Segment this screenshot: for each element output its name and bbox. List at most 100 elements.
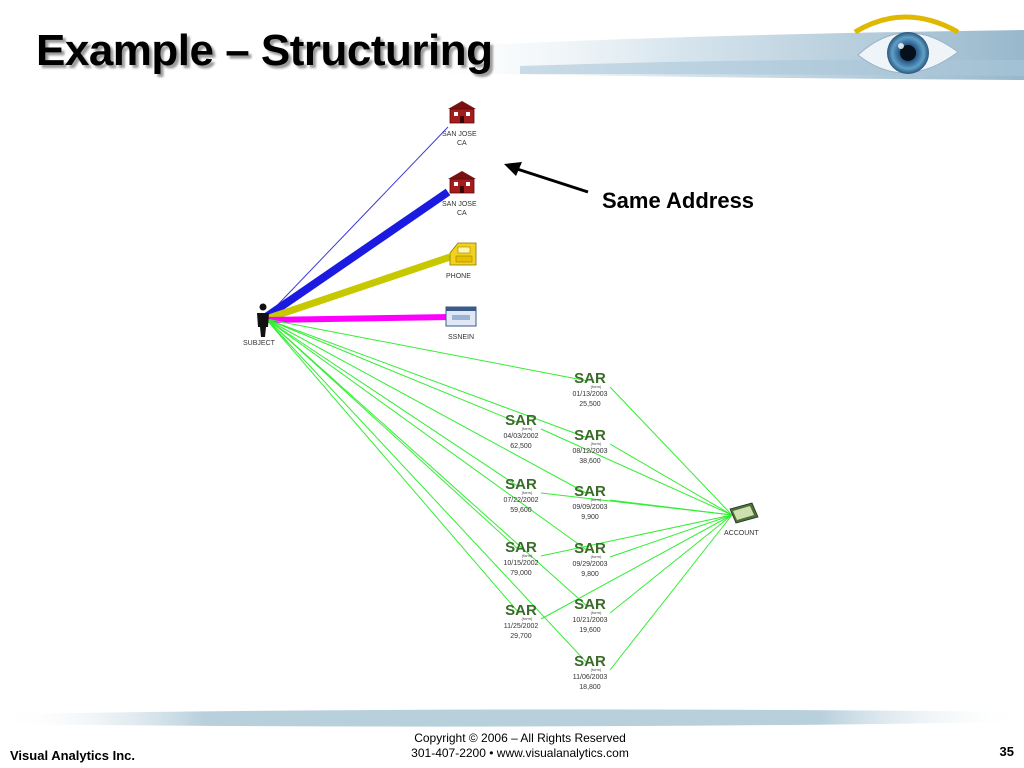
sar-node[interactable]: SAR(form) 11/06/2003 18,800 xyxy=(573,653,608,691)
sar-node[interactable]: SAR(form) 01/13/2003 25,500 xyxy=(572,370,607,408)
sar-node[interactable]: SAR(form) 10/21/2003 19,600 xyxy=(572,596,607,634)
sar-date: 01/13/2003 xyxy=(572,391,607,398)
footer-swoosh-decoration xyxy=(0,709,1024,727)
sar-link xyxy=(265,318,589,665)
sar-node[interactable]: SAR(form) 11/25/2002 29,700 xyxy=(504,602,539,640)
subject-node[interactable]: SUBJECT xyxy=(243,303,276,348)
sar-subtitle: (form) xyxy=(522,426,533,431)
sar-link xyxy=(540,514,733,557)
address2-line2: CA xyxy=(457,210,467,217)
sar-links xyxy=(265,318,733,671)
contact-text: 301-407-2200 • www.visualanalytics.com xyxy=(411,746,629,760)
sar-title: SAR xyxy=(505,412,537,429)
address2-line1: SAN JOSE xyxy=(442,201,477,208)
link-subject-phone xyxy=(264,253,452,323)
sar-date: 08/12/2003 xyxy=(572,448,607,455)
house-icon xyxy=(448,101,476,124)
slide-title: Example – Structuring xyxy=(36,26,493,75)
sar-date: 07/22/2002 xyxy=(503,497,538,504)
sar-link xyxy=(609,514,733,671)
sar-amount: 19,600 xyxy=(579,627,601,634)
phone-label: PHONE xyxy=(446,273,471,280)
sar-amount: 79,000 xyxy=(510,570,532,577)
sar-amount: 62,500 xyxy=(510,443,532,450)
sar-date: 10/21/2003 xyxy=(572,617,607,624)
address-node-1[interactable]: SAN JOSE CA xyxy=(442,101,477,147)
sar-title: SAR xyxy=(505,539,537,556)
sar-title: SAR xyxy=(574,596,606,613)
sar-subtitle: (form) xyxy=(591,610,602,615)
sar-title: SAR xyxy=(574,370,606,387)
sar-amount: 29,700 xyxy=(510,633,532,640)
phone-icon xyxy=(449,242,477,266)
sar-amount: 25,500 xyxy=(579,401,601,408)
copyright-text: Copyright © 2006 – All Rights Reserved xyxy=(414,731,626,745)
company-name: Visual Analytics Inc. xyxy=(10,748,135,763)
sar-link xyxy=(265,318,520,614)
phone-node[interactable]: PHONE xyxy=(446,242,477,280)
address-node-2[interactable]: SAN JOSE CA xyxy=(442,171,477,217)
sar-date: 04/03/2002 xyxy=(503,433,538,440)
ssnein-label: SSNEIN xyxy=(448,334,474,341)
sar-link xyxy=(265,318,589,382)
sar-node[interactable]: SAR(form) 04/03/2002 62,500 xyxy=(503,412,538,450)
page-number: 35 xyxy=(999,744,1014,759)
sar-link xyxy=(609,499,733,516)
sar-node[interactable]: SAR(form) 09/29/2003 9,800 xyxy=(572,540,607,578)
link-subject-address2 xyxy=(263,188,451,321)
account-node[interactable]: ACCOUNT xyxy=(724,502,759,537)
account-label: ACCOUNT xyxy=(724,530,759,537)
sar-link xyxy=(265,318,589,608)
same-address-callout: Same Address xyxy=(602,188,755,213)
sar-date: 11/06/2003 xyxy=(573,674,608,681)
footer-copyright-block: Copyright © 2006 – All Rights Reserved 3… xyxy=(350,731,690,761)
sar-date: 11/25/2002 xyxy=(504,623,539,630)
sar-link xyxy=(609,514,733,558)
sar-subtitle: (form) xyxy=(591,384,602,389)
sar-link xyxy=(265,318,589,439)
header-swoosh-decoration xyxy=(380,14,1024,80)
sar-title: SAR xyxy=(574,540,606,557)
sar-link xyxy=(265,318,520,551)
address1-line2: CA xyxy=(457,140,467,147)
ledger-icon xyxy=(729,502,759,524)
sar-link xyxy=(609,514,733,614)
callout-arrow xyxy=(504,162,589,194)
sar-link xyxy=(609,386,733,516)
sar-link xyxy=(609,443,733,516)
sar-date: 09/29/2003 xyxy=(572,561,607,568)
sar-link xyxy=(540,514,733,620)
sar-nodes: SAR(form)01/13/200325,500SAR(form)04/03/… xyxy=(503,370,607,691)
sar-title: SAR xyxy=(574,653,606,670)
sar-link xyxy=(265,318,589,552)
id-card-icon xyxy=(445,306,477,327)
sar-link xyxy=(265,318,520,424)
sar-amount: 18,800 xyxy=(579,684,601,691)
sar-link xyxy=(265,318,520,488)
sar-subtitle: (form) xyxy=(591,667,602,672)
sar-subtitle: (form) xyxy=(591,497,602,502)
sar-amount: 59,600 xyxy=(510,507,532,514)
sar-subtitle: (form) xyxy=(522,553,533,558)
sar-node[interactable]: SAR(form) 08/12/2003 38,600 xyxy=(572,427,607,465)
sar-title: SAR xyxy=(574,427,606,444)
sar-subtitle: (form) xyxy=(522,490,533,495)
house-icon xyxy=(448,171,476,194)
subject-label: SUBJECT xyxy=(243,340,276,347)
network-diagram: SUBJECT SAN JOSE CA SAN JOSE CA xyxy=(243,101,759,691)
ssnein-node[interactable]: SSNEIN xyxy=(445,306,477,341)
sar-amount: 9,900 xyxy=(581,514,599,521)
sar-subtitle: (form) xyxy=(591,554,602,559)
address1-line1: SAN JOSE xyxy=(442,131,477,138)
sar-title: SAR xyxy=(505,602,537,619)
sar-subtitle: (form) xyxy=(522,616,533,621)
sar-subtitle: (form) xyxy=(591,441,602,446)
sar-amount: 38,600 xyxy=(579,458,601,465)
sar-amount: 9,800 xyxy=(581,571,599,578)
sar-date: 09/09/2003 xyxy=(572,504,607,511)
sar-link xyxy=(540,428,733,516)
link-subject-address1 xyxy=(265,126,449,318)
